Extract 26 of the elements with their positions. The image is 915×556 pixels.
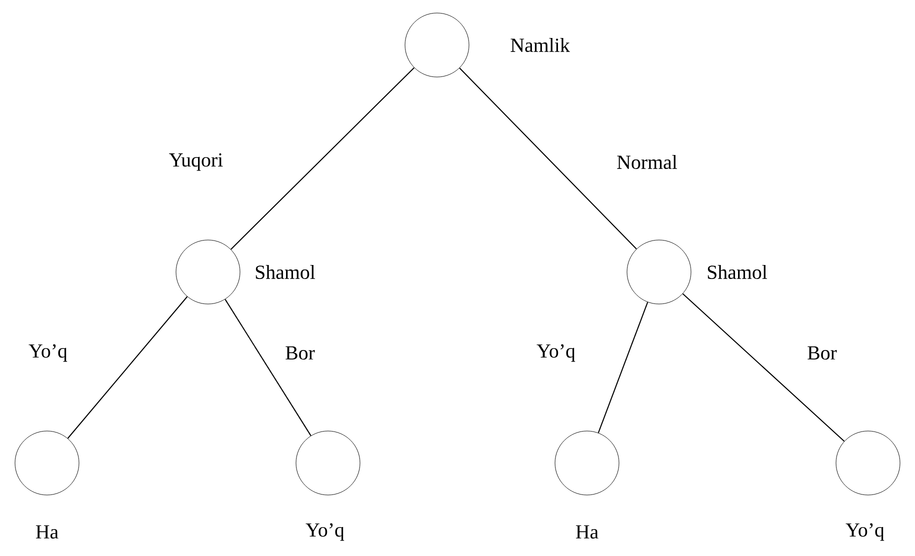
edge-label: Normal bbox=[617, 155, 678, 170]
edge-label: Yo’q bbox=[536, 344, 576, 362]
node-label: Ha bbox=[576, 525, 598, 539]
tree-branch bbox=[230, 67, 414, 250]
edge-label: Bor bbox=[286, 346, 315, 360]
node-label: Yo’q bbox=[846, 523, 884, 541]
tree-node-circle bbox=[626, 240, 692, 304]
node-label: Yo’q bbox=[306, 523, 344, 541]
tree-node-circle bbox=[176, 240, 240, 304]
tree-node-circle bbox=[14, 430, 80, 496]
tree-branch bbox=[459, 68, 637, 250]
edge-label: Yo’q bbox=[28, 344, 68, 362]
edge-label: Yuqori bbox=[169, 153, 223, 171]
node-label: Shamol bbox=[256, 265, 316, 280]
node-label: Shamol bbox=[708, 265, 768, 280]
tree-branch bbox=[67, 296, 188, 439]
tree-branch bbox=[598, 302, 648, 434]
tree-node-circle bbox=[296, 430, 360, 496]
node-label: Ha bbox=[36, 525, 58, 539]
tree-branch bbox=[682, 293, 845, 442]
edge-label: Bor bbox=[808, 346, 837, 360]
tree-node-circle bbox=[554, 430, 620, 496]
tree-branch bbox=[224, 299, 312, 436]
node-label: Namlik bbox=[510, 38, 570, 52]
tree-node-circle bbox=[836, 430, 900, 496]
tree-node-circle bbox=[404, 12, 470, 78]
